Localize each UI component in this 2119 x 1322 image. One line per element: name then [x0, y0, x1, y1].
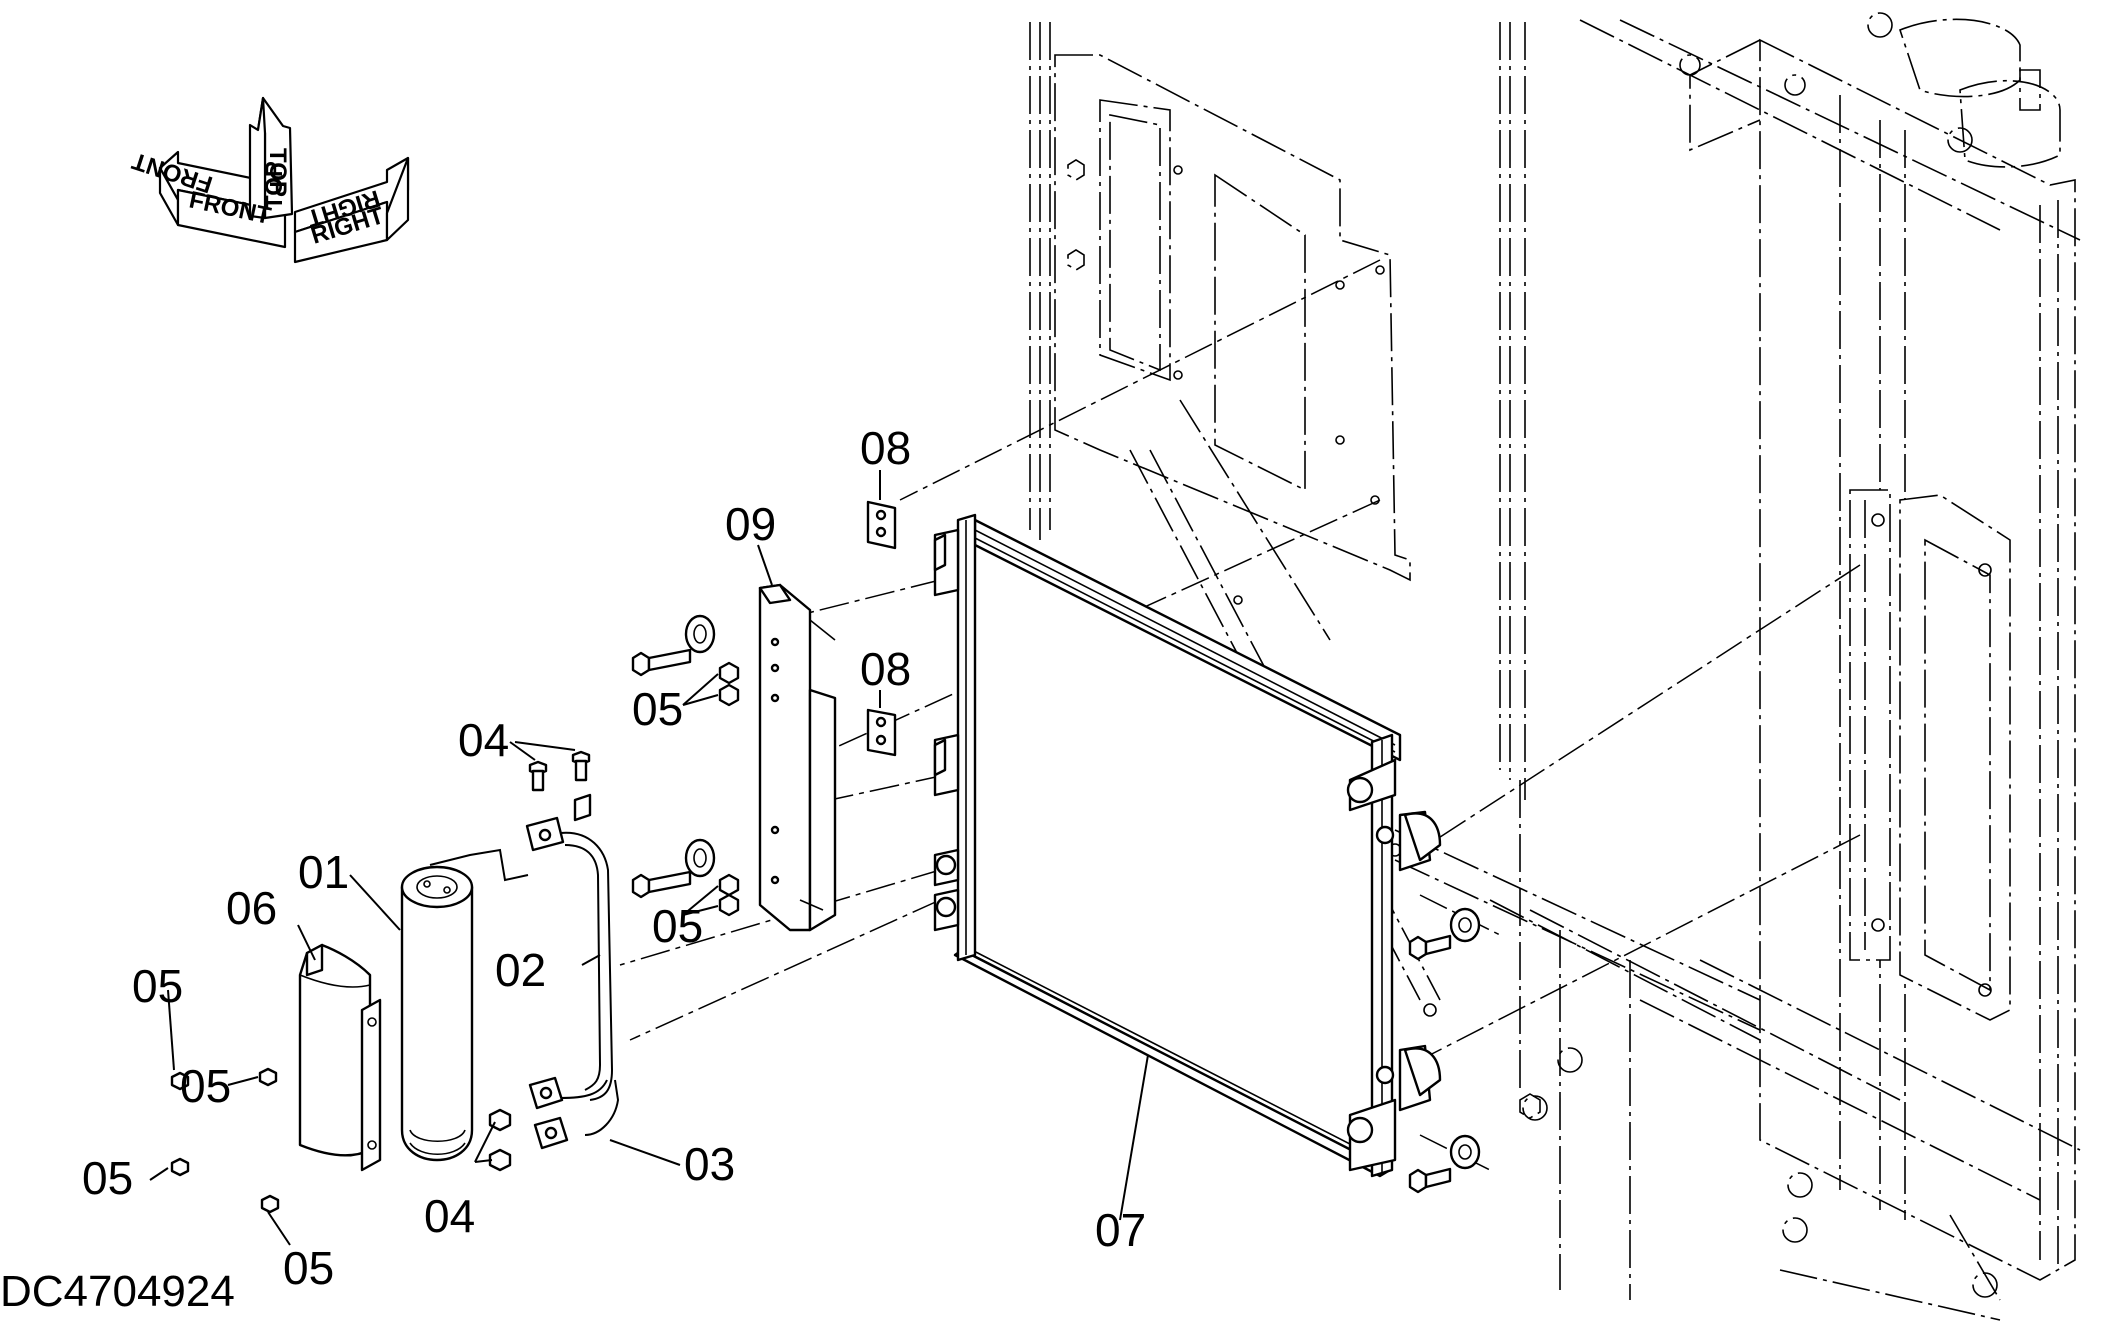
label-05-clamp-bottom: 05 — [283, 1242, 334, 1294]
label-09: 09 — [725, 498, 776, 550]
drawing-code: DC4704924 — [0, 1267, 235, 1316]
label-06: 06 — [226, 882, 277, 934]
label-05-lower-bracket: 05 — [652, 900, 703, 952]
leader-lines — [149, 470, 1149, 1246]
label-05-clamp-lower: 05 — [82, 1152, 133, 1204]
label-08-upper: 08 — [860, 422, 911, 474]
pipe-part-02 — [429, 793, 614, 1101]
label-04-bottom: 04 — [424, 1190, 475, 1242]
bolts-part-04 — [488, 750, 591, 1172]
orientation-arrows-icon: FRONT FRONT TOP TOP RIGHT RIGHT — [129, 96, 410, 264]
bracket-part-09 — [758, 583, 837, 932]
label-07: 07 — [1095, 1204, 1146, 1256]
label-08-lower: 08 — [860, 643, 911, 695]
label-04-top: 04 — [458, 714, 509, 766]
receiver-drier-part-01 — [400, 865, 474, 1162]
clamp-part-06 — [298, 943, 382, 1172]
arrow-top-label-right: TOP — [264, 148, 291, 197]
label-05-clamp-mid: 05 — [180, 1060, 231, 1112]
condenser-part-07 — [933, 513, 1442, 1178]
rubber-pad-part-08-lower — [866, 708, 897, 757]
arrow-top-label-left: TOP — [261, 161, 288, 210]
part-labels: 01 02 03 04 04 05 05 05 05 05 05 06 07 0… — [82, 422, 1146, 1294]
pipe-part-03 — [528, 1076, 620, 1150]
label-02: 02 — [495, 944, 546, 996]
label-05-clamp-top: 05 — [132, 960, 183, 1012]
label-05-upper-bracket: 05 — [632, 683, 683, 735]
machine-frame-phantom — [1029, 12, 2081, 1321]
label-01: 01 — [298, 846, 349, 898]
label-03: 03 — [684, 1138, 735, 1190]
rubber-pad-part-08-upper — [866, 500, 897, 550]
bolts-part-05 — [170, 614, 1481, 1214]
